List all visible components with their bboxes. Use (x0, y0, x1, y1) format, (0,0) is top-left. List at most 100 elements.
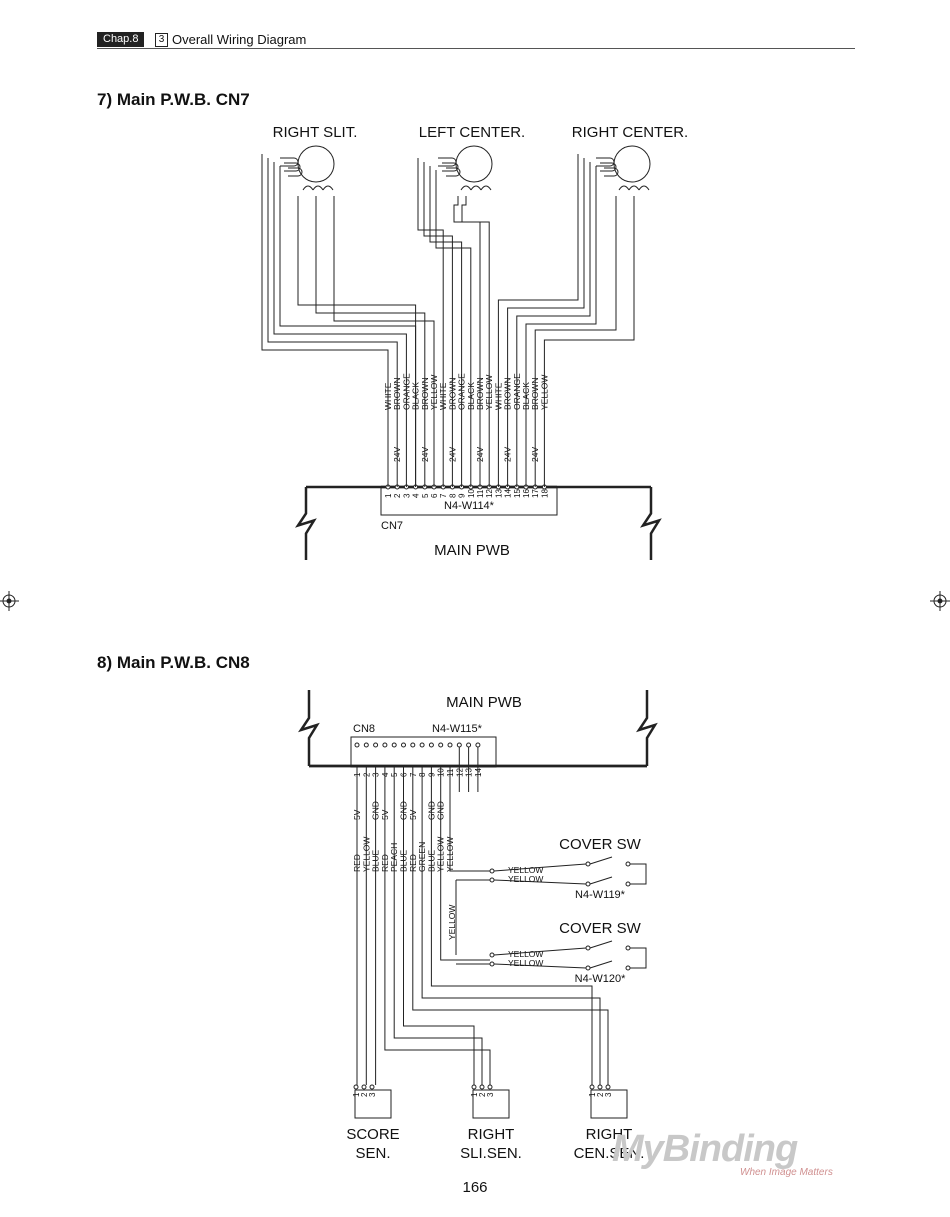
cn8-sensor-pin (369, 1084, 375, 1090)
cn8-switch-contact (585, 965, 591, 971)
cn7-pin-number: 14 (504, 489, 513, 498)
cn7-wire (267, 158, 398, 487)
cn7-board-break-left (294, 487, 317, 560)
cn7-motor-lead-loop (442, 162, 459, 172)
cn8-sensor-pin (479, 1084, 485, 1090)
cn8-yellow-link-label: YELLOW (447, 905, 457, 940)
cn7-motor-lead-loop (446, 167, 461, 177)
cn8-switch-blade (589, 876, 613, 885)
cn8-switch-wire-label: YELLOW (508, 865, 543, 875)
cn7-wire (279, 166, 417, 487)
cn8-wire (449, 767, 490, 872)
cn7-pin-number: 17 (531, 489, 540, 498)
watermark-brand: MyBinding (612, 1128, 798, 1170)
page-number: 166 (462, 1179, 488, 1196)
cn8-wire (412, 767, 609, 1085)
cn7-coil-bump (302, 185, 314, 191)
cn7-pin-number: 10 (467, 489, 476, 498)
cn7-motor-lead-loop (288, 167, 303, 177)
cn7-wire (273, 162, 407, 487)
cn8-sensor-pin (589, 1084, 595, 1090)
cn8-pin-terminal (419, 742, 425, 748)
cn8-pin-terminal (438, 742, 444, 748)
cn8-pin-terminal (373, 742, 379, 748)
cn7-board-break-right (639, 487, 662, 560)
cn7-wire (543, 196, 635, 487)
cn8-switch-lead (493, 879, 587, 885)
cn7-pin-number: 3 (402, 493, 411, 498)
cn7-connector-label: CN7 (381, 520, 403, 532)
cn7-pin-number: 4 (412, 493, 421, 498)
cn7-section-title: 7) Main P.W.B. CN7 (97, 90, 250, 109)
cn7-motor-label: RIGHT CENTER. (572, 124, 688, 141)
cn7-pin-number: 9 (458, 493, 467, 498)
cn7-motor-lead-loop (280, 157, 299, 167)
cn8-switch-contact (625, 965, 631, 971)
cn8-sensor-pin-number: 2 (360, 1092, 369, 1097)
cn8-wire (430, 767, 593, 1085)
registration-mark-dot (6, 598, 12, 604)
cn8-switch-harness: N4-W119* (575, 889, 626, 901)
cn7-wire (417, 158, 444, 487)
cn8-sensor-pin-number: 3 (486, 1092, 495, 1097)
cn8-sensor-connector (472, 1089, 510, 1119)
cn8-sensor-connector (590, 1089, 628, 1119)
cn8-sensor-pin (597, 1084, 603, 1090)
cn8-sensor-pin-number: 3 (604, 1092, 613, 1097)
header-title: Overall Wiring Diagram (172, 32, 307, 47)
cn7-pin-number: 15 (513, 489, 522, 498)
cn8-switch-blade (589, 940, 613, 949)
cn8-wire (393, 767, 483, 1085)
cn7-pin-number: 11 (476, 489, 485, 498)
cn7-pin-number: 12 (485, 489, 494, 498)
cn8-switch-terminal (489, 868, 495, 874)
cn7-coil-bump (480, 185, 492, 191)
cn8-switch-terminal (489, 961, 495, 967)
cn7-pin-number: 5 (421, 493, 430, 498)
cn8-switch-lead (493, 863, 587, 872)
cn8-pin-terminal (354, 742, 360, 748)
cn8-sensor-pin-number: 1 (470, 1092, 479, 1097)
cn8-pin-terminal (466, 742, 472, 748)
cn8-sensor-label-line2: SLI.SEN. (460, 1145, 522, 1162)
cn8-switch-blade (589, 856, 613, 865)
cn8-pin-terminal (428, 742, 434, 748)
cn7-motor-label: RIGHT SLIT. (273, 124, 358, 141)
cn7-wire (534, 196, 617, 487)
cn8-sensor-pin-number: 1 (352, 1092, 361, 1097)
cn7-pin-number: 2 (393, 493, 402, 498)
watermark-tagline: When Image Matters (740, 1167, 833, 1178)
cn7-wire (333, 196, 435, 487)
cn7-coil-bump (618, 185, 630, 191)
cn7-motor-1 (297, 145, 335, 183)
cn8-sensor-pin-number: 2 (596, 1092, 605, 1097)
cn8-switch-wire-label: YELLOW (508, 949, 543, 959)
cn8-switch-contact (625, 861, 631, 867)
cn8-board-break-right (635, 690, 658, 766)
cn8-sensor-label-line1: RIGHT (468, 1126, 515, 1143)
cn7-motor-lead-loop (596, 157, 615, 167)
cn7-motor-lead-loop (438, 157, 457, 167)
cn8-sensor-pin-number: 3 (368, 1092, 377, 1097)
cn8-board-label: MAIN PWB (446, 694, 522, 711)
cn8-switch-lead (493, 963, 587, 969)
cn7-wire (435, 170, 472, 487)
cn7-coil-bump (460, 185, 472, 191)
cn7-wire (497, 154, 579, 487)
cn7-pin-number: 13 (494, 489, 503, 498)
cn8-connector-label: CN8 (353, 723, 375, 735)
cn7-motor-lead-loop (284, 162, 301, 172)
cn8-sensor-label-line1: RIGHT (586, 1126, 633, 1143)
cn8-switch-wire-label: YELLOW (508, 958, 543, 968)
cn7-pin-number: 18 (540, 489, 549, 498)
cn7-pin-number: 16 (522, 489, 531, 498)
cn8-pin-terminal (363, 742, 369, 748)
cn8-wire (384, 767, 491, 1085)
section-number-box: 3 (155, 33, 168, 47)
cn8-connector-box (350, 736, 497, 768)
cn7-wire (315, 196, 426, 487)
cn8-switch-loop (630, 947, 647, 969)
cn7-wire (507, 158, 585, 487)
